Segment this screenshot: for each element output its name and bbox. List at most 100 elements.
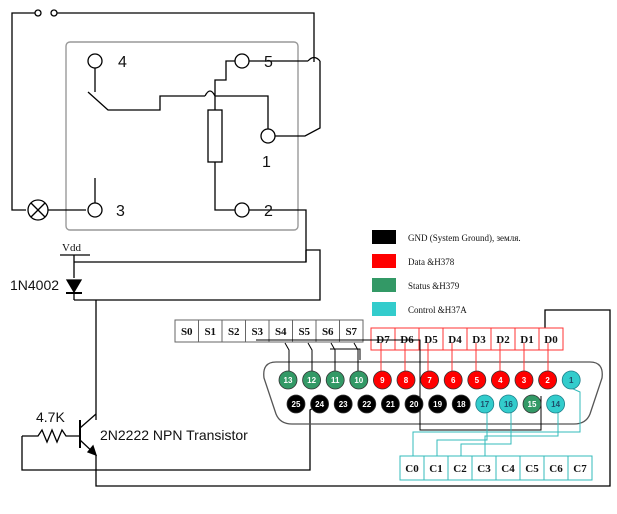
db25-pin-18	[451, 394, 471, 414]
db25-pin-16	[498, 394, 518, 414]
switch-contact-right	[50, 9, 58, 17]
driver-circuit	[21, 249, 611, 487]
db25-pin-label-15: 15	[528, 400, 537, 409]
db25-pin-13	[278, 370, 298, 390]
db25-pin-1	[561, 370, 581, 390]
relay-pin-label-2: 2	[264, 203, 273, 220]
legend-label-gnd: GND (System Ground), земля.	[408, 233, 521, 243]
control-box-c5	[519, 455, 545, 481]
control-label-c4: C4	[501, 463, 515, 475]
legend-swatch-status	[372, 278, 396, 292]
relay-pin-5	[234, 53, 250, 69]
db25-pin-label-23: 23	[339, 400, 348, 409]
db25-pin-label-25: 25	[292, 400, 301, 409]
connector-wiring	[256, 339, 542, 431]
transistor-label: 2N2222 NPN Transistor	[100, 427, 248, 443]
db25-pin-11	[325, 370, 345, 390]
db25-pin-19	[428, 394, 448, 414]
db25-connector-shell	[263, 361, 603, 425]
control-wiring	[412, 387, 581, 456]
data-label-d3: D3	[472, 334, 486, 346]
db25-pin-label-24: 24	[315, 400, 324, 409]
db25-pin-label-13: 13	[284, 376, 293, 385]
resistor-label: 4.7K	[36, 409, 65, 425]
db25-pin-8	[396, 370, 416, 390]
diode-label: 1N4002	[10, 277, 59, 293]
control-box-c3	[471, 455, 497, 481]
db25-pin-label-14: 14	[551, 400, 560, 409]
db25-pin-21	[380, 394, 400, 414]
status-box-s7	[339, 319, 364, 343]
db25-pin-15	[522, 394, 542, 414]
status-label-s7: S7	[345, 326, 357, 338]
relay-pin-1	[260, 128, 276, 144]
db25-pin-label-10: 10	[354, 376, 363, 385]
relay-pin-3	[87, 202, 103, 218]
db25-pin-label-11: 11	[331, 376, 340, 385]
db25-pin-label-21: 21	[386, 400, 395, 409]
db25-pin-20	[404, 394, 424, 414]
control-box-c1	[423, 455, 449, 481]
data-wiring	[380, 343, 549, 372]
status-label-s0: S0	[181, 326, 193, 338]
relay-pin-4	[87, 53, 103, 69]
legend-label-data: Data &H378	[408, 257, 455, 267]
relay-pin-label-3: 3	[116, 203, 125, 220]
db25-pin-7	[420, 370, 440, 390]
legend: GND (System Ground), земля. Data &H378 S…	[372, 230, 521, 316]
db25-pin-label-3: 3	[522, 376, 527, 385]
relay-armature	[87, 91, 205, 111]
control-box-c2	[447, 455, 473, 481]
legend-swatch-data	[372, 254, 396, 268]
control-label-c6: C6	[549, 463, 563, 475]
switch-contact-left	[34, 9, 42, 17]
db25-pin-23	[333, 394, 353, 414]
diode-icon	[65, 279, 83, 294]
db25-pin-12	[302, 370, 322, 390]
status-label-s5: S5	[298, 326, 310, 338]
status-label-s2: S2	[228, 326, 240, 338]
vdd-label: Vdd	[62, 242, 81, 254]
db25-pin-4	[490, 370, 510, 390]
db25-pin-label-18: 18	[457, 400, 466, 409]
legend-swatch-control	[372, 302, 396, 316]
db25-pin-label-12: 12	[307, 376, 316, 385]
data-label-d5: D5	[424, 334, 438, 346]
resistor-icon	[22, 428, 80, 444]
db25-pin-label-20: 20	[410, 400, 419, 409]
data-label-d4: D4	[448, 334, 462, 346]
db25-pin-label-22: 22	[362, 400, 371, 409]
wire-switch-right	[57, 12, 315, 62]
control-label-c1: C1	[429, 463, 442, 475]
relay-pin-label-1: 1	[262, 154, 271, 171]
db25-pin-24	[310, 394, 330, 414]
relay-pin-label-4: 4	[118, 54, 127, 71]
db25-pin-3	[514, 370, 534, 390]
data-label-d1: D1	[520, 334, 533, 346]
db25-pin-6	[443, 370, 463, 390]
control-label-c7: C7	[573, 463, 587, 475]
db25-pin-label-6: 6	[451, 376, 456, 385]
db25-pin-10	[349, 370, 369, 390]
db25-pin-17	[475, 394, 495, 414]
db25-pin-label-4: 4	[498, 376, 503, 385]
control-label-c5: C5	[525, 463, 539, 475]
wire-switch-left	[11, 12, 35, 211]
status-label-s1: S1	[204, 326, 216, 338]
db25-pin-label-16: 16	[504, 400, 513, 409]
control-label-c0: C0	[405, 463, 419, 475]
status-label-s4: S4	[275, 326, 287, 338]
db25-pin-14	[546, 394, 565, 414]
db25-pin-2	[538, 370, 557, 390]
control-box-c0	[399, 455, 425, 481]
wire-pin2-to-diode	[74, 209, 307, 263]
control-box-c6	[543, 455, 569, 481]
db25-pin-5	[467, 370, 487, 390]
db25-pin-label-8: 8	[404, 376, 409, 385]
db25-pin-label-1: 1	[569, 376, 574, 385]
